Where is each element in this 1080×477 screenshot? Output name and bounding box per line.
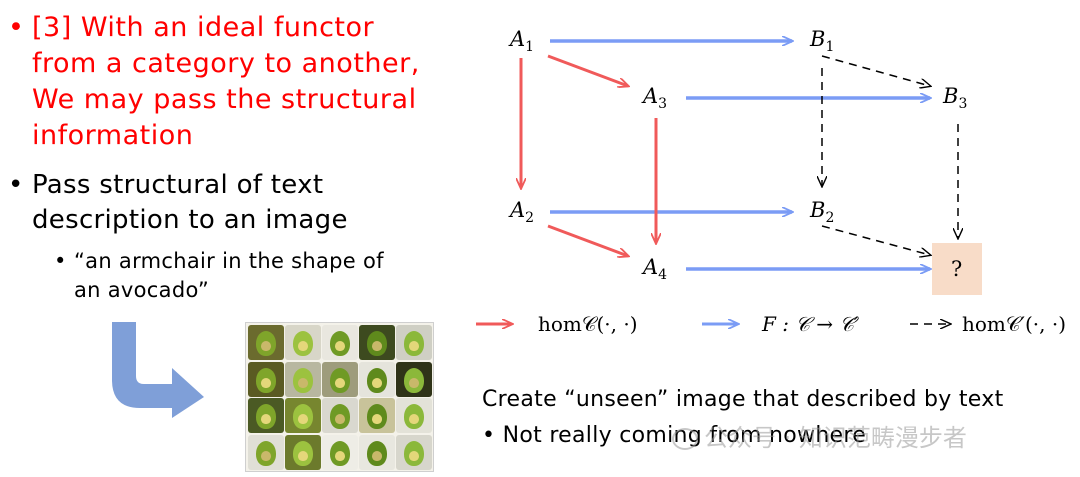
- node-b3: B3: [943, 84, 968, 113]
- avocado-thumbnail: [285, 434, 321, 470]
- avocado-seed: [261, 450, 271, 461]
- morphism-arrow: [547, 54, 628, 86]
- caption-unseen: Create “unseen” image that described by …: [482, 387, 1004, 412]
- avocado-seed: [372, 450, 382, 461]
- avocado-thumbnail: [248, 325, 284, 360]
- avocado-thumbnail: [285, 325, 321, 360]
- avocado-thumbnail: [359, 361, 395, 397]
- avocado-seed: [298, 450, 308, 461]
- avocado-thumbnail: [396, 434, 432, 470]
- category-diagram: [476, 0, 982, 350]
- avocado-thumbnail: [285, 398, 321, 433]
- node-a1: A1: [510, 27, 535, 56]
- watermark: 公众号 · 知识范畴漫步者: [672, 418, 967, 453]
- avocado-thumbnail: [248, 434, 284, 470]
- node-b2: B2: [810, 198, 835, 227]
- avocado-thumbnail: [322, 361, 358, 397]
- legend-hom-c: hom𝒞(·, ·): [538, 312, 638, 336]
- avocado-seed: [261, 377, 271, 388]
- avocado-seed: [335, 414, 345, 424]
- morphism-arrow: [547, 224, 628, 256]
- avocado-seed: [372, 414, 382, 424]
- bullet-dot: •: [8, 12, 25, 43]
- avocado-seed: [261, 414, 271, 424]
- avocado-thumbnail: [248, 361, 284, 397]
- watermark-text: 公众号 · 知识范畴漫步者: [704, 424, 967, 452]
- legend-functor: F : 𝒞 → 𝒞′: [762, 312, 859, 336]
- node-a4: A4: [643, 255, 668, 284]
- legend-hom-c-prime: hom𝒞′(·, ·): [962, 312, 1067, 336]
- avocado-thumbnail: [396, 325, 432, 360]
- bullet-pass-structural: • Pass structural of text description to…: [8, 168, 348, 238]
- avocado-seed: [409, 341, 419, 351]
- avocado-seed: [409, 450, 419, 461]
- wechat-icon: [672, 428, 698, 450]
- bullet-structural-info: • [3] With an ideal functor from a categ…: [8, 10, 420, 154]
- avocado-thumbnail: [359, 434, 395, 470]
- bullet-line: [3] With an ideal functor: [32, 12, 375, 43]
- bullet-line: We may pass the structural: [32, 84, 417, 115]
- avocado-thumbnail: [396, 361, 432, 397]
- avocado-seed: [261, 341, 271, 351]
- avocado-seed: [372, 377, 382, 388]
- bullet-line: an avocado”: [74, 278, 210, 302]
- image-morphism-arrow: [821, 225, 930, 255]
- bullet-avocado-prompt: • “an armchair in the shape of an avocad…: [54, 247, 384, 305]
- avocado-thumbnail: [359, 398, 395, 433]
- avocado-thumbnail: [359, 325, 395, 360]
- bullet-line: from a category to another,: [32, 48, 420, 79]
- node-unknown: ?: [951, 257, 963, 281]
- bullet-line: “an armchair in the shape of: [74, 249, 384, 273]
- avocado-seed: [298, 341, 308, 351]
- avocado-thumbnail: [285, 361, 321, 397]
- avocado-thumbnail: [248, 398, 284, 433]
- avocado-seed: [409, 377, 419, 388]
- avocado-seed: [335, 450, 345, 461]
- avocado-thumbnail: [322, 434, 358, 470]
- bullet-line: description to an image: [32, 205, 348, 235]
- avocado-seed: [298, 377, 308, 388]
- bullet-dot: •: [54, 249, 67, 273]
- node-a3: A3: [643, 84, 668, 113]
- bullet-dot: •: [8, 170, 24, 200]
- avocado-seed: [335, 341, 345, 351]
- curved-arrow-icon: [112, 322, 204, 418]
- avocado-thumbnail: [322, 398, 358, 433]
- avocado-seed: [298, 414, 308, 424]
- bullet-line: Pass structural of text: [32, 170, 324, 200]
- node-b1: B1: [810, 27, 835, 56]
- node-a2: A2: [510, 198, 535, 227]
- avocado-seed: [372, 341, 382, 351]
- bullet-line: information: [32, 120, 194, 151]
- avocado-seed: [335, 377, 345, 388]
- avocado-chair-image-grid: [245, 322, 434, 472]
- target-highlight: [932, 243, 982, 295]
- avocado-seed: [409, 414, 419, 424]
- avocado-thumbnail: [396, 398, 432, 433]
- image-morphism-arrow: [821, 55, 930, 86]
- avocado-thumbnail: [322, 325, 358, 360]
- bullet-dot: •: [482, 423, 503, 448]
